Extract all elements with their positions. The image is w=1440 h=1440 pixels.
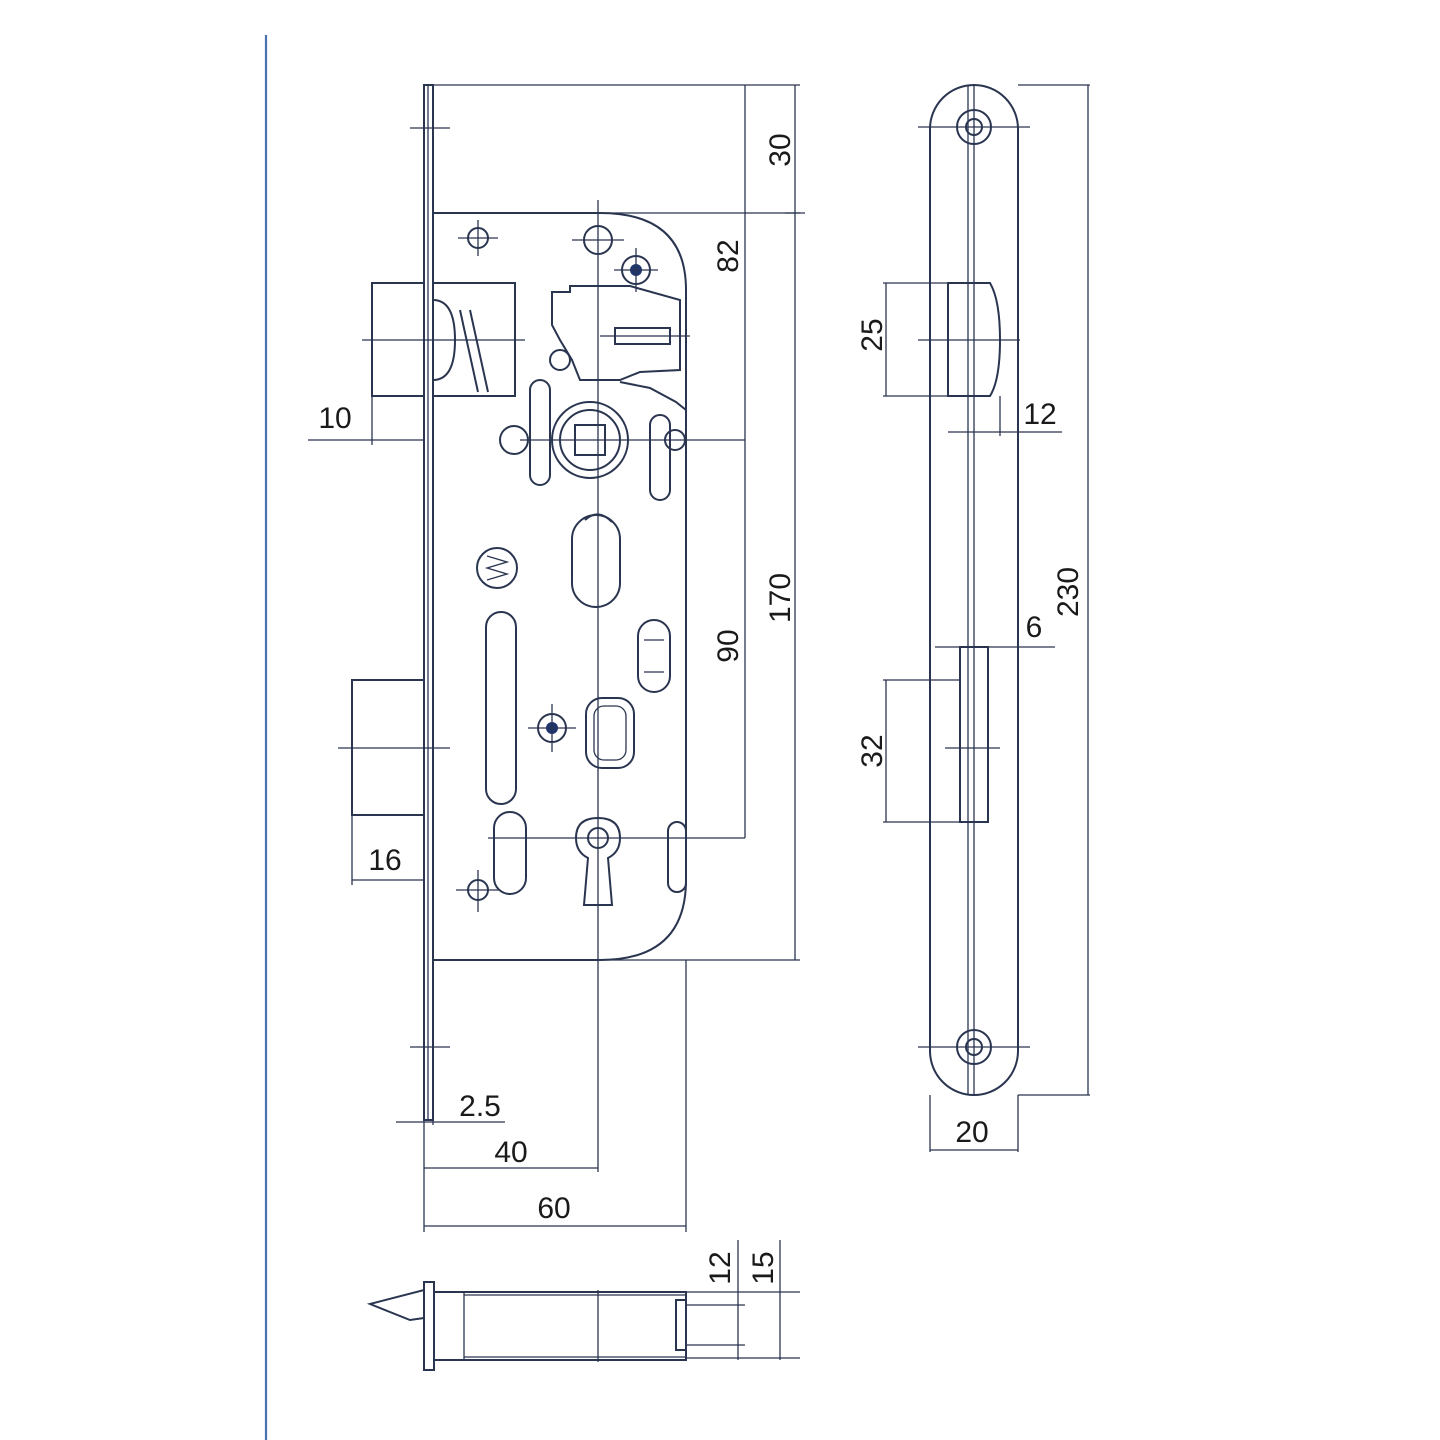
dim-15: 15 [747, 1251, 780, 1284]
screw-hole-top [918, 109, 1030, 145]
dim-25: 25 [856, 318, 889, 351]
fixing-hole-top-left [458, 220, 498, 256]
dim-60: 60 [537, 1192, 570, 1225]
screw-hole-bottom [918, 1029, 1030, 1065]
dim-6: 6 [1026, 611, 1043, 644]
follower-hub [520, 381, 745, 479]
strike-plate [918, 84, 1030, 1096]
lock-case [433, 212, 687, 961]
lock-front-view [338, 84, 800, 1172]
dim-170: 170 [764, 573, 797, 623]
rivet-middle [528, 704, 576, 752]
dim-32: 32 [856, 734, 889, 767]
dim-230: 230 [1052, 567, 1085, 617]
dim-2-5: 2.5 [459, 1090, 501, 1123]
dimension-lines [308, 84, 1090, 1360]
spring-symbol [476, 547, 518, 589]
dim-90: 90 [712, 629, 745, 662]
dim-82: 82 [712, 239, 745, 272]
dim-12-bottom: 12 [704, 1251, 737, 1284]
rivet-top [614, 248, 658, 292]
dim-16: 16 [368, 844, 401, 877]
dim-12-strike: 12 [1023, 398, 1056, 431]
bolt-side-view [366, 1281, 800, 1371]
dim-20: 20 [955, 1116, 988, 1149]
latch-lever [551, 285, 681, 381]
long-slot [485, 611, 517, 805]
fixing-hole-bottom-left [456, 870, 500, 912]
dim-10: 10 [318, 402, 351, 435]
dim-40: 40 [494, 1136, 527, 1169]
dim-30: 30 [764, 133, 797, 166]
